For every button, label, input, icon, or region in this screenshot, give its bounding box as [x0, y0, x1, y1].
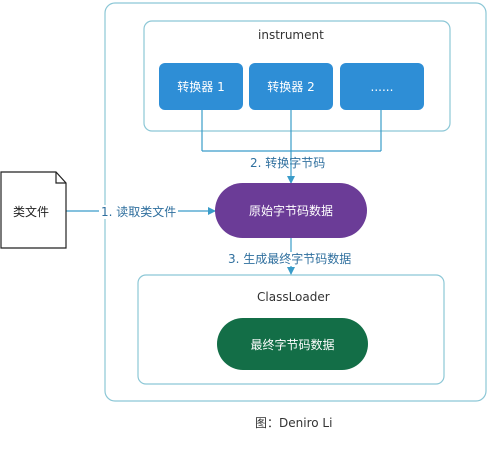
step2-label: 2. 转换字节码	[250, 156, 326, 170]
image-credit: 图：Deniro Li	[255, 416, 333, 430]
original-data-node: 原始字节码数据	[215, 183, 367, 238]
converter-label-more: ......	[370, 79, 394, 94]
classloader-label: ClassLoader	[257, 290, 330, 304]
step3-label: 3. 生成最终字节码数据	[226, 252, 354, 266]
converter-label-1: 转换器 1	[177, 80, 225, 94]
final-data-label: 最终字节码数据	[250, 337, 335, 352]
instrument-container	[143, 20, 451, 132]
converter-box-2: 转换器 2	[249, 63, 333, 110]
converter-box-1: 转换器 1	[159, 63, 243, 110]
classloader-container	[137, 274, 445, 385]
class-file-shape	[0, 171, 67, 249]
converter-box-more: ......	[340, 63, 424, 110]
step1-label: 1. 读取类文件	[99, 205, 179, 219]
class-file-fold	[55, 172, 66, 184]
converter-label-2: 转换器 2	[267, 80, 315, 94]
final-data-node: 最终字节码数据	[217, 318, 368, 370]
outer-container	[104, 2, 487, 402]
class-file-label: 类文件	[13, 205, 50, 219]
original-data-label: 原始字节码数据	[248, 204, 333, 218]
instrument-label: instrument	[258, 28, 324, 42]
